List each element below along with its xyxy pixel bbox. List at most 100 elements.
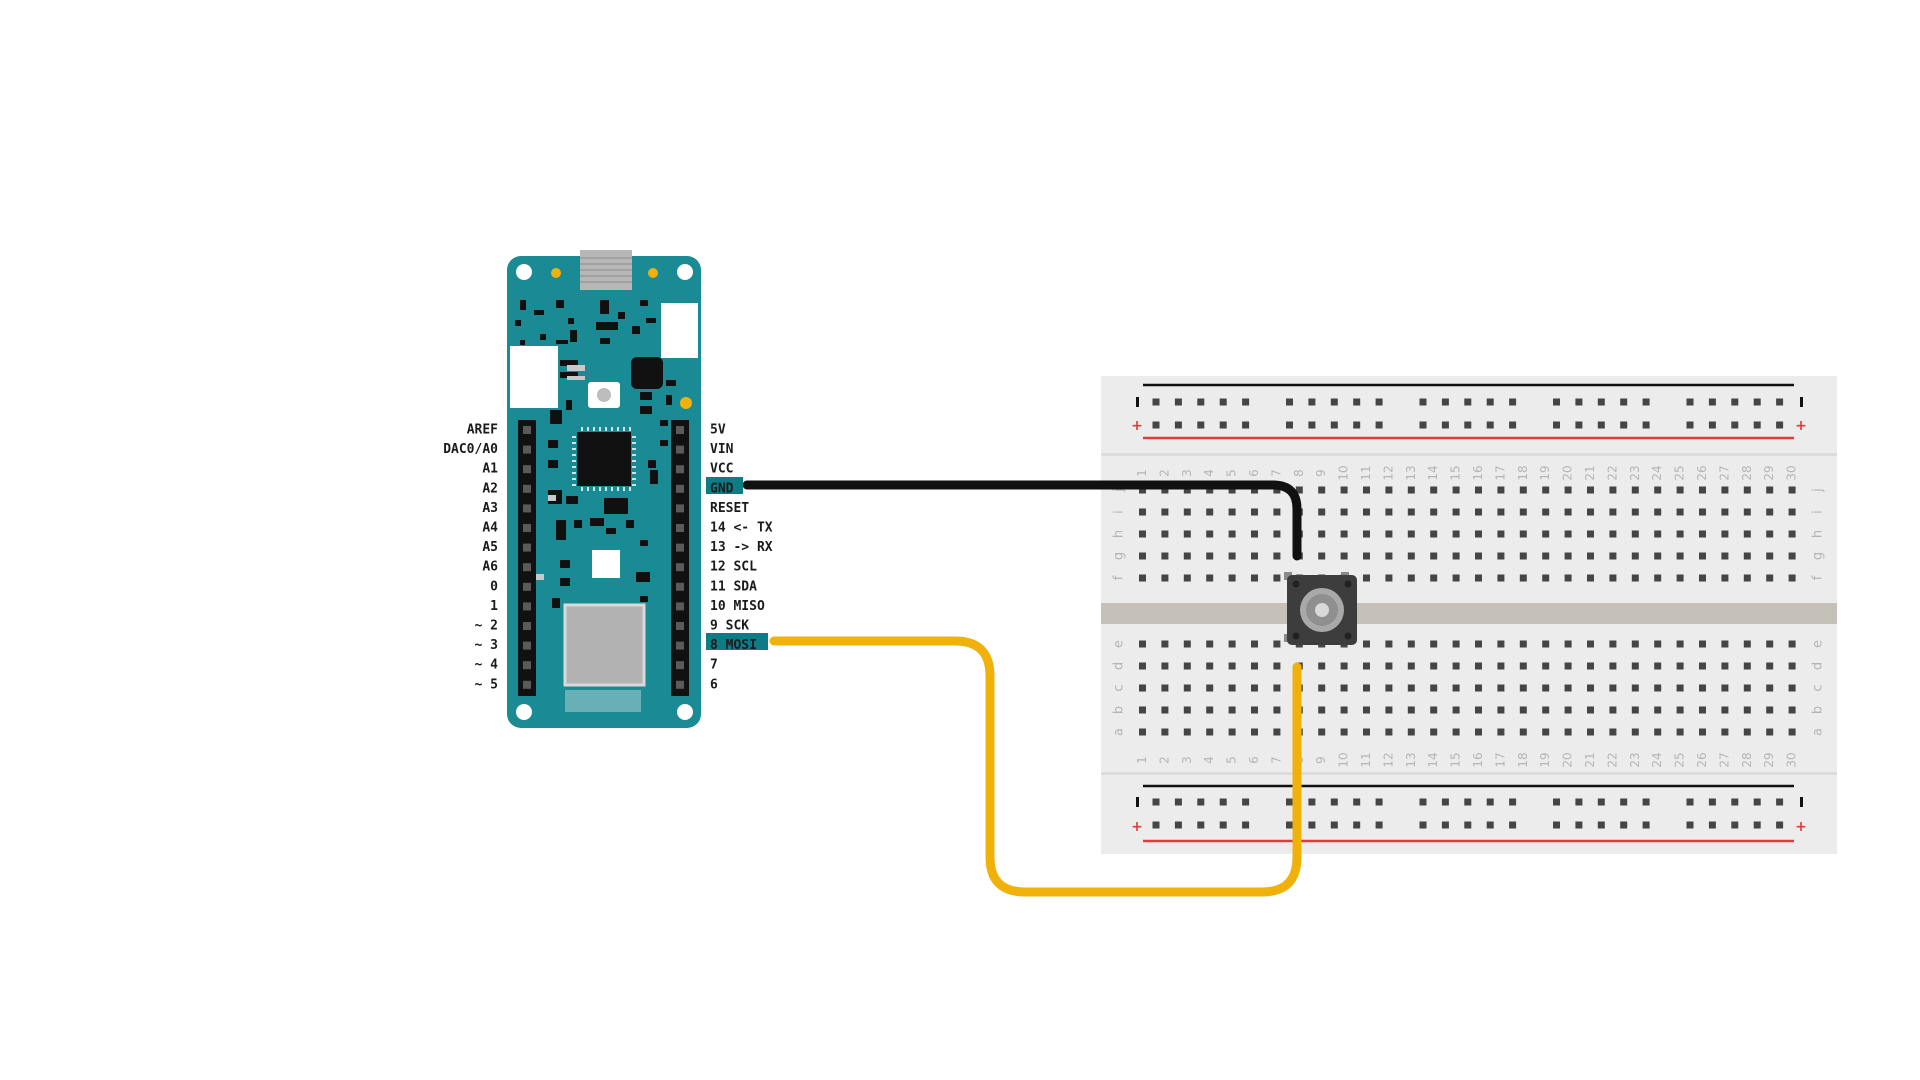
- breadboard-hole: [1788, 706, 1796, 714]
- pcb-components: [515, 300, 676, 608]
- breadboard-hole: [1475, 530, 1482, 538]
- breadboard-hole: [1318, 486, 1326, 494]
- header-pin: [676, 465, 684, 474]
- row-label: f: [1811, 575, 1826, 580]
- breadboard-hole: [1273, 662, 1281, 670]
- header-pin: [523, 543, 531, 552]
- breadboard-hole: [1385, 508, 1393, 516]
- chip-pin: [593, 487, 595, 491]
- breadboard-hole: [1721, 706, 1729, 714]
- chip-pin: [587, 427, 589, 431]
- breadboard-hole: [1766, 552, 1774, 560]
- rail-hole: [1753, 798, 1761, 806]
- chip-pin: [605, 487, 607, 491]
- column-number: 3: [1180, 756, 1194, 764]
- breadboard-hole: [1340, 508, 1348, 516]
- row-label: c: [1112, 684, 1127, 691]
- antenna-connector: [661, 303, 698, 358]
- rail-hole: [1286, 398, 1293, 406]
- breadboard-hole: [1318, 530, 1326, 538]
- column-number: 19: [1538, 752, 1552, 767]
- breadboard-hole: [1407, 684, 1415, 692]
- right-pin-label: 5V: [710, 423, 726, 438]
- breadboard-hole: [1676, 728, 1684, 736]
- breadboard-hole: [1228, 508, 1236, 516]
- breadboard-holes: [1139, 398, 1796, 829]
- mosi-pin-highlight: [706, 633, 768, 650]
- smd-component: [550, 410, 562, 424]
- breadboard-hole: [1452, 508, 1460, 516]
- breadboard-hole: [1587, 574, 1594, 582]
- row-label: g: [1811, 552, 1826, 560]
- breadboard-hole: [1542, 530, 1550, 538]
- breadboard-hole: [1407, 552, 1415, 560]
- breadboard-hole: [1676, 508, 1684, 516]
- row-label: j: [1811, 488, 1826, 493]
- breadboard-hole: [1318, 684, 1326, 692]
- rail-hole: [1308, 798, 1316, 806]
- rail-hole: [1441, 421, 1449, 429]
- left-pin-label: ~ 3: [475, 638, 498, 653]
- chip-pin: [572, 442, 576, 444]
- breadboard-hole: [1183, 640, 1191, 648]
- rail-hole: [1642, 421, 1650, 429]
- rail-hole: [1553, 821, 1560, 829]
- chip-pin: [623, 427, 625, 431]
- breadboard-hole: [1788, 640, 1796, 648]
- breadboard-hole: [1452, 706, 1460, 714]
- rail-hole: [1219, 821, 1227, 829]
- header-pin: [523, 445, 531, 454]
- breadboard-hole: [1631, 684, 1639, 692]
- smd-component: [650, 470, 658, 484]
- smd-component: [556, 520, 566, 540]
- smd-component: [636, 572, 650, 582]
- breadboard-hole: [1609, 684, 1617, 692]
- breadboard-hole: [1139, 530, 1146, 538]
- chip-pin: [629, 487, 631, 491]
- breadboard-hole: [1631, 706, 1639, 714]
- breadboard-hole: [1385, 706, 1393, 714]
- chip-pin: [632, 484, 636, 486]
- smd-component: [548, 440, 558, 448]
- column-number: 5: [1225, 469, 1239, 477]
- column-number: 21: [1583, 752, 1597, 767]
- breadboard-hole: [1363, 552, 1370, 560]
- smd-component: [552, 598, 560, 608]
- breadboard-hole: [1183, 508, 1191, 516]
- smd-component: [666, 380, 676, 386]
- column-number: 6: [1247, 469, 1261, 477]
- smd-component: [618, 312, 625, 319]
- right-pin-label: 10 MISO: [710, 599, 765, 614]
- breadboard-hole: [1788, 530, 1796, 538]
- breadboard-hole: [1564, 640, 1572, 648]
- smd-component: [560, 578, 570, 586]
- smd-component: [566, 400, 572, 410]
- chip-pin: [593, 427, 595, 431]
- breadboard-hole: [1318, 662, 1326, 670]
- breadboard-hole: [1564, 728, 1572, 736]
- rail-hole: [1330, 421, 1338, 429]
- breadboard-hole: [1318, 728, 1326, 736]
- rail-minus-mark: [1800, 397, 1803, 407]
- column-number: 5: [1225, 756, 1239, 764]
- breadboard-hole: [1564, 662, 1572, 670]
- breadboard-hole: [1139, 640, 1146, 648]
- breadboard-hole: [1519, 530, 1527, 538]
- breadboard-hole: [1766, 662, 1774, 670]
- breadboard-hole: [1385, 728, 1393, 736]
- breadboard-hole: [1183, 486, 1191, 494]
- rail-hole: [1597, 798, 1605, 806]
- reset-button-cap: [597, 388, 611, 402]
- breadboard-hole: [1273, 706, 1281, 714]
- breadboard-hole: [1430, 486, 1438, 494]
- rail-hole: [1575, 821, 1583, 829]
- rail-hole: [1708, 398, 1716, 406]
- breadboard-hole: [1766, 684, 1774, 692]
- breadboard-hole: [1564, 706, 1572, 714]
- rail-hole: [1753, 398, 1761, 406]
- left-pin-label: ~ 5: [475, 677, 498, 692]
- rail-hole: [1152, 821, 1160, 829]
- breadboard-hole: [1161, 662, 1169, 670]
- column-number: 14: [1426, 752, 1440, 767]
